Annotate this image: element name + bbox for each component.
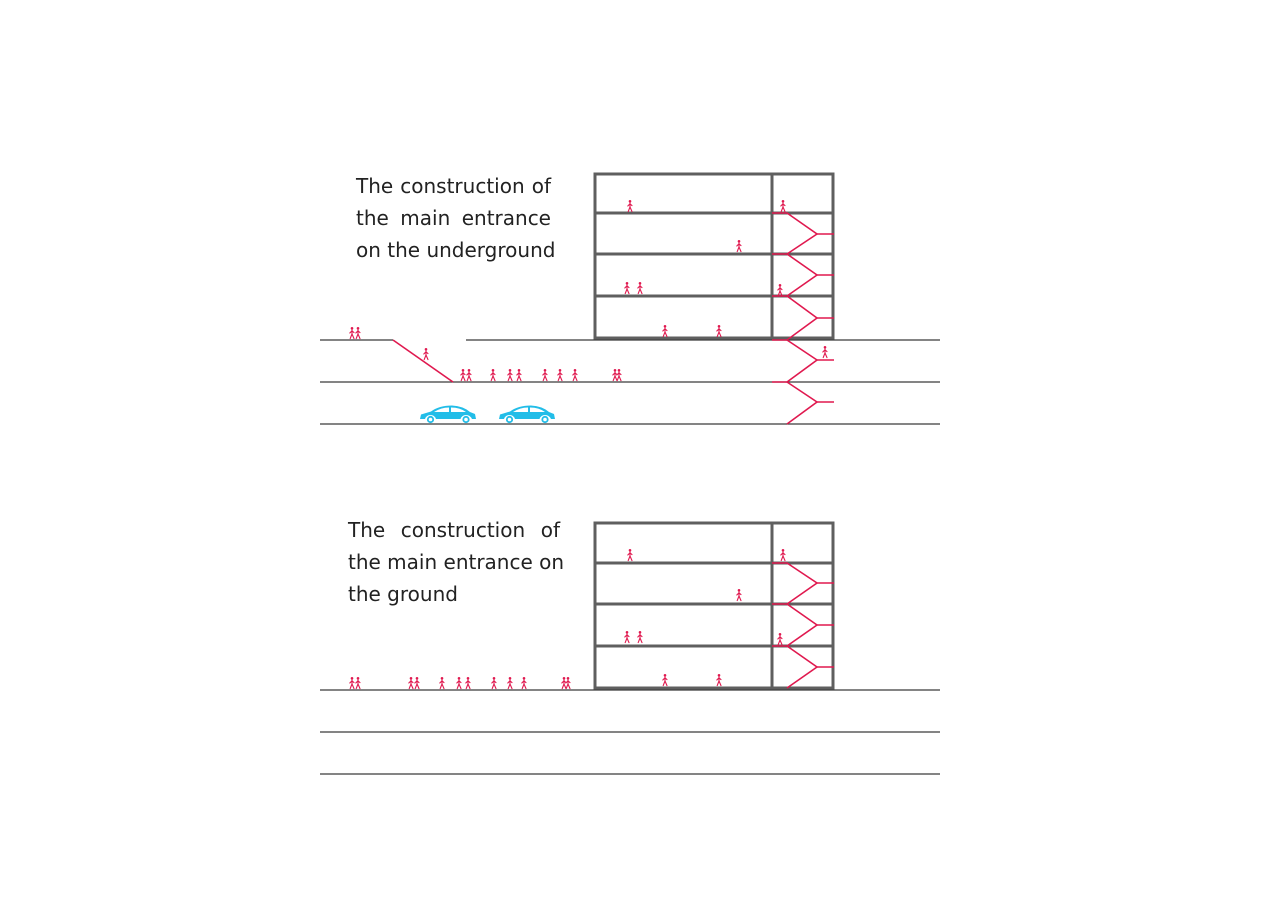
caption-line: on the underground (356, 238, 556, 262)
walking-person-icon (780, 199, 786, 213)
walking-person-icon (616, 368, 622, 382)
ground-lines-top (320, 339, 940, 425)
walking-person-icon (662, 673, 668, 687)
caption-ground: The construction of the main entrance on… (348, 514, 565, 610)
pedestrians-bottom (349, 548, 786, 690)
walking-person-icon (355, 326, 361, 340)
car-icon (499, 405, 555, 424)
walking-person-icon (777, 283, 783, 297)
caption-underground: The construction of the main entrance on… (356, 170, 556, 266)
cars-top (420, 405, 555, 424)
walking-person-icon (637, 281, 643, 295)
walking-person-icon (822, 345, 828, 359)
building-bottom (593, 521, 835, 690)
car-icon (420, 405, 476, 424)
walking-person-icon (408, 676, 414, 690)
walking-person-icon (507, 676, 513, 690)
walking-person-icon (521, 676, 527, 690)
walking-person-icon (456, 676, 462, 690)
walking-person-icon (777, 632, 783, 646)
walking-person-icon (349, 326, 355, 340)
caption-line: the main entrance (356, 206, 551, 230)
walking-person-icon (423, 347, 429, 361)
stairs-top (392, 212, 834, 425)
walking-person-icon (516, 368, 522, 382)
walking-person-icon (491, 676, 497, 690)
caption-line: The construction of (348, 518, 560, 542)
pedestrians-top (349, 199, 828, 382)
walking-person-icon (716, 324, 722, 338)
stairs-bottom (772, 562, 834, 689)
walking-person-icon (466, 368, 472, 382)
walking-person-icon (439, 676, 445, 690)
walking-person-icon (624, 281, 630, 295)
walking-person-icon (716, 673, 722, 687)
walking-person-icon (460, 368, 466, 382)
walking-person-icon (565, 676, 571, 690)
walking-person-icon (637, 630, 643, 644)
walking-person-icon (557, 368, 563, 382)
caption-line: the main entrance on (348, 550, 565, 574)
walking-person-icon (349, 676, 355, 690)
walking-person-icon (490, 368, 496, 382)
walking-person-icon (627, 548, 633, 562)
walking-person-icon (662, 324, 668, 338)
walking-person-icon (465, 676, 471, 690)
caption-line: the ground (348, 582, 458, 606)
walking-person-icon (780, 548, 786, 562)
walking-person-icon (355, 676, 361, 690)
caption-line: The construction of (356, 174, 551, 198)
walking-person-icon (572, 368, 578, 382)
walking-person-icon (736, 588, 742, 602)
walking-person-icon (507, 368, 513, 382)
building-top (593, 172, 835, 340)
walking-person-icon (624, 630, 630, 644)
walking-person-icon (736, 239, 742, 253)
ground-lines-bottom (320, 689, 940, 775)
walking-person-icon (542, 368, 548, 382)
walking-person-icon (414, 676, 420, 690)
walking-person-icon (627, 199, 633, 213)
